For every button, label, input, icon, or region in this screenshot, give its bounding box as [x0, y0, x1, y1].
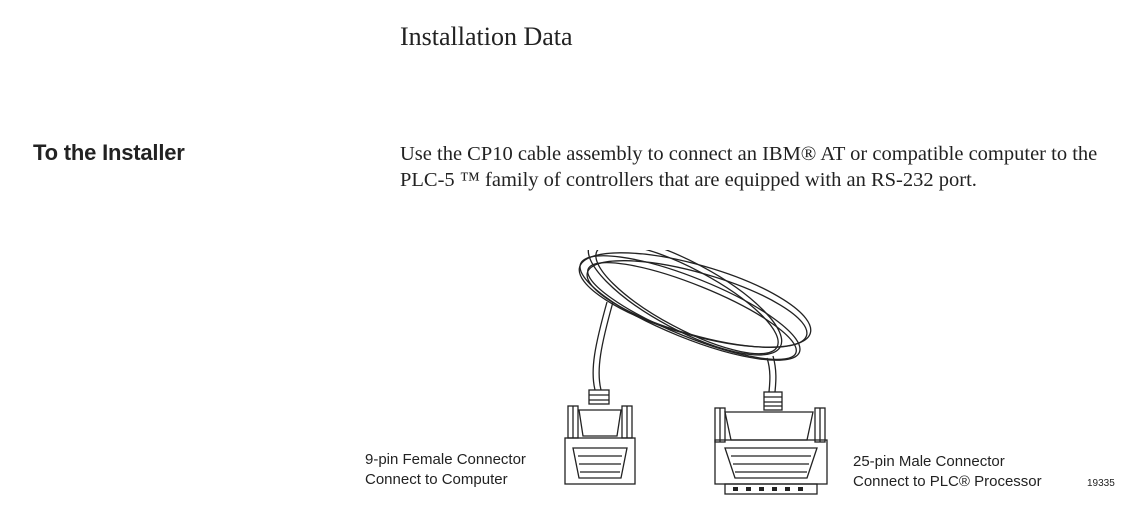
- nine-pin-female-connector: [564, 389, 636, 485]
- right-caption-line2: Connect to PLC® Processor: [853, 473, 1042, 490]
- left-caption-line2: Connect to Computer: [365, 471, 508, 488]
- twenty-five-pin-male-connector: [714, 391, 828, 495]
- intro-paragraph: Use the CP10 cable assembly to connect a…: [400, 143, 1098, 191]
- left-connector-caption: 9-pin Female Connector Connect to Comput…: [365, 450, 526, 490]
- cable-coil: [578, 250, 812, 361]
- right-caption-line1: 25-pin Male Connector: [853, 453, 1005, 470]
- page-title: Installation Data: [400, 22, 573, 51]
- figure-number: 19335: [1087, 478, 1115, 489]
- cable-assembly-illustration: [564, 250, 828, 495]
- section-heading: To the Installer: [33, 140, 185, 165]
- left-caption-line1: 9-pin Female Connector: [365, 451, 526, 468]
- right-connector-caption: 25-pin Male Connector Connect to PLC® Pr…: [853, 452, 1042, 492]
